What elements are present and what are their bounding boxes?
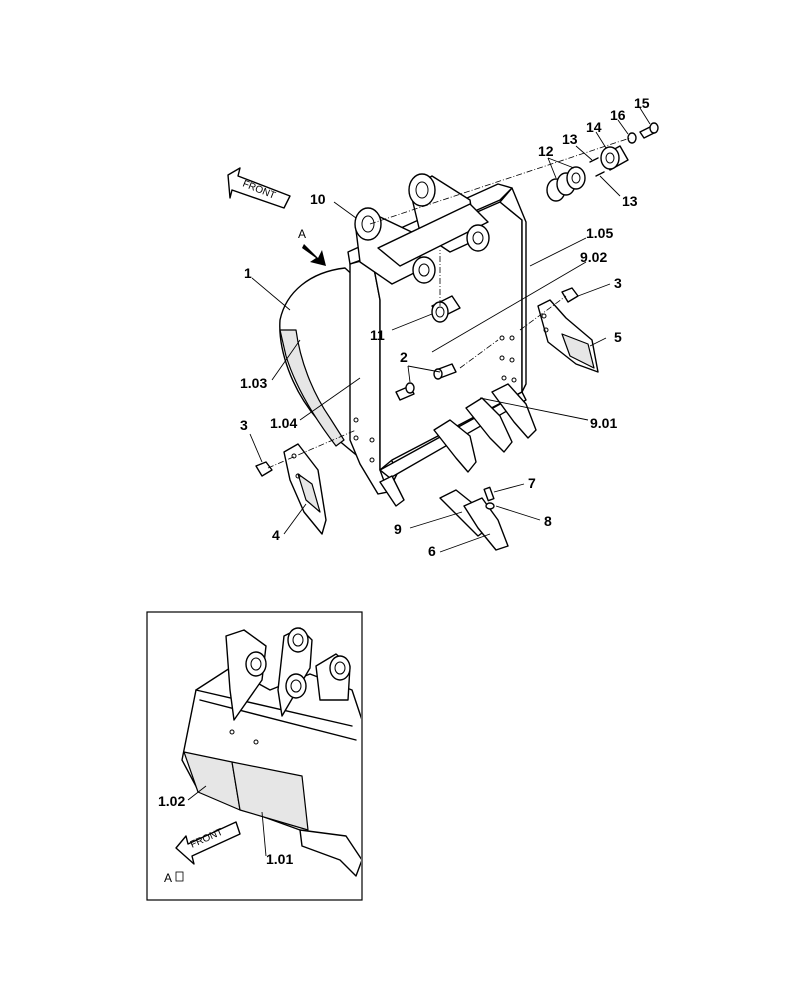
side-cutter-4 (283, 443, 327, 535)
callout-1-05: 1.05 (586, 225, 613, 241)
missing-glyph-box (175, 871, 184, 882)
callout-13-bottom: 13 (622, 193, 638, 209)
callout-15: 15 (634, 95, 650, 111)
callout-9-01: 9.01 (590, 415, 617, 431)
inset-callout-1-01: 1.01 (266, 851, 293, 867)
callout-10: 10 (310, 191, 326, 207)
bushing-11 (431, 295, 461, 323)
callout-3-left: 3 (240, 417, 248, 433)
washer-16 (627, 132, 637, 144)
callout-16: 16 (610, 107, 626, 123)
view-a-marker-label: A (298, 227, 306, 241)
left-holes (353, 417, 375, 463)
center-lines (267, 137, 631, 469)
lock-8 (485, 502, 495, 510)
teeth-row (379, 383, 537, 507)
nut-3-right (561, 287, 579, 303)
bolt-15 (639, 122, 659, 139)
callout-8: 8 (544, 513, 552, 529)
boss-10-d (466, 224, 490, 252)
right-holes (499, 335, 517, 383)
callout-12: 12 (538, 143, 554, 159)
callout-2: 2 (400, 349, 408, 365)
callout-13-top: 13 (562, 131, 578, 147)
inset-view-label: A (164, 871, 172, 885)
callout-14: 14 (586, 119, 602, 135)
bolt-2-b (395, 382, 415, 401)
tooth-edge (379, 475, 405, 507)
callout-11: 11 (370, 327, 385, 343)
callout-7: 7 (528, 475, 536, 491)
callout-5: 5 (614, 329, 622, 345)
nut-3-left (255, 461, 273, 477)
leader-lines (249, 107, 651, 553)
callout-1-04: 1.04 (270, 415, 297, 431)
pins-13 (589, 157, 605, 177)
boss-10-b (408, 173, 436, 207)
callout-9: 9 (394, 521, 402, 537)
inset-wear-plate-1-01 (231, 761, 309, 831)
callout-6: 6 (428, 543, 436, 559)
callout-1: 1 (244, 265, 252, 281)
callout-labels: 1 1.03 1.04 1.05 2 3 3 4 5 6 7 8 9 9.01 … (240, 95, 650, 559)
plate-14 (600, 145, 629, 171)
callout-4: 4 (272, 527, 280, 543)
view-a-marker: A (298, 227, 326, 266)
adapter-6 (463, 497, 509, 551)
side-cutter-5 (537, 299, 599, 373)
tooth-a (433, 419, 477, 473)
tooth-c (491, 383, 537, 439)
front-arrow-top: FRONT (227, 167, 291, 209)
inset-callout-1-02: 1.02 (158, 793, 185, 809)
wear-strip-1-03 (279, 329, 345, 447)
callout-9-02: 9.02 (580, 249, 607, 265)
boss-10-c (412, 256, 436, 284)
boss-10-a (354, 207, 382, 241)
callout-1-03: 1.03 (240, 375, 267, 391)
boss-ears (354, 173, 490, 285)
inset-view-a: FRONT 1.02 1.01 A (146, 611, 363, 901)
shim-stack-12 (546, 166, 586, 202)
callout-3-right: 3 (614, 275, 622, 291)
pin-7 (483, 486, 495, 502)
ear-bridge (377, 203, 489, 267)
